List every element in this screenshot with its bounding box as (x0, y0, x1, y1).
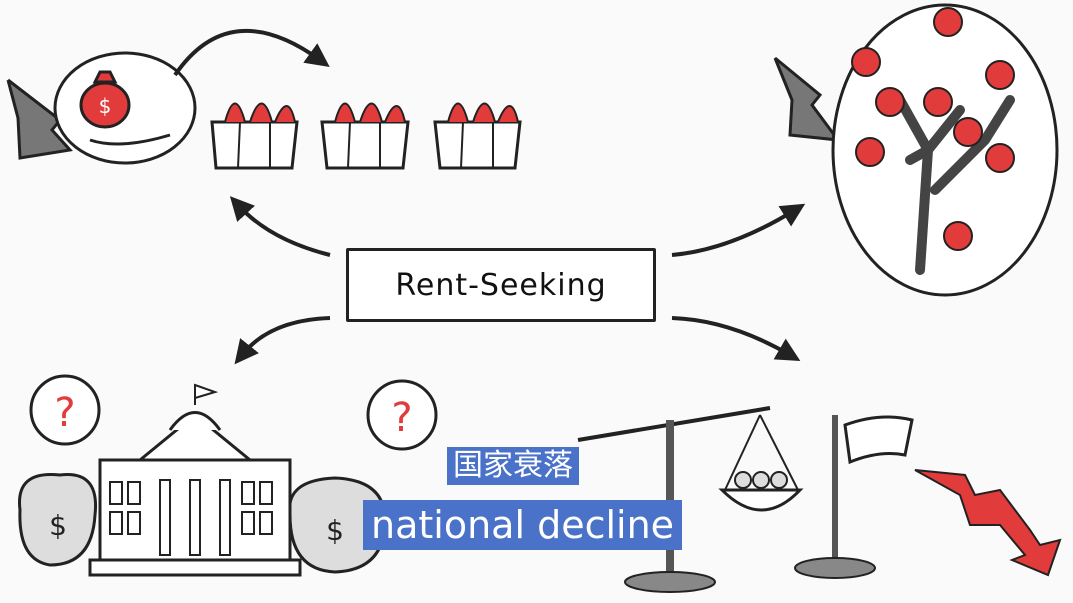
red-down-arrow-icon (914, 469, 1062, 577)
fish-barrels (210, 102, 522, 170)
question-bubble-icon (366, 379, 438, 451)
money-bag-icon: $ (79, 70, 131, 129)
svg-text:$: $ (99, 94, 112, 118)
svg-text:?: ? (391, 395, 412, 441)
bank-building-icon (88, 383, 302, 577)
svg-text:?: ? (54, 390, 75, 436)
rent-seeking-text: Rent-Seeking (395, 267, 607, 303)
government-building-vignette: ? ? $ $ (18, 374, 438, 577)
arrow-down-left-icon (234, 316, 331, 365)
dollar-coin-icons (851, 7, 1015, 251)
arrow-down-right-icon (671, 316, 801, 362)
flag-pole-icon (794, 415, 914, 579)
money-handout-vignette: $ (6, 28, 330, 165)
tree-icon (895, 95, 1015, 275)
barrel-icon (210, 102, 299, 170)
money-tree-vignette (773, 3, 1059, 297)
gray-arrow-icon (773, 56, 842, 142)
svg-text:$: $ (326, 514, 344, 547)
money-sack-icon (18, 472, 98, 567)
arrow-up-right-icon (671, 203, 806, 257)
subtitle-english: national decline (363, 500, 683, 550)
rent-seeking-label: Rent-Seeking (346, 248, 656, 322)
barrel-icon (320, 102, 410, 170)
svg-text:$: $ (49, 509, 67, 542)
question-bubble-icon (29, 374, 101, 446)
curved-arrow-icon (173, 28, 330, 77)
money-bags-icon (734, 471, 788, 489)
barrel-icon (433, 102, 522, 170)
hand-icon (89, 133, 171, 146)
connector-arrows (229, 196, 806, 365)
subtitle-chinese: 国家衰落 (447, 447, 579, 485)
arrow-up-left-icon (229, 196, 331, 257)
decline-vignette (577, 406, 1062, 593)
